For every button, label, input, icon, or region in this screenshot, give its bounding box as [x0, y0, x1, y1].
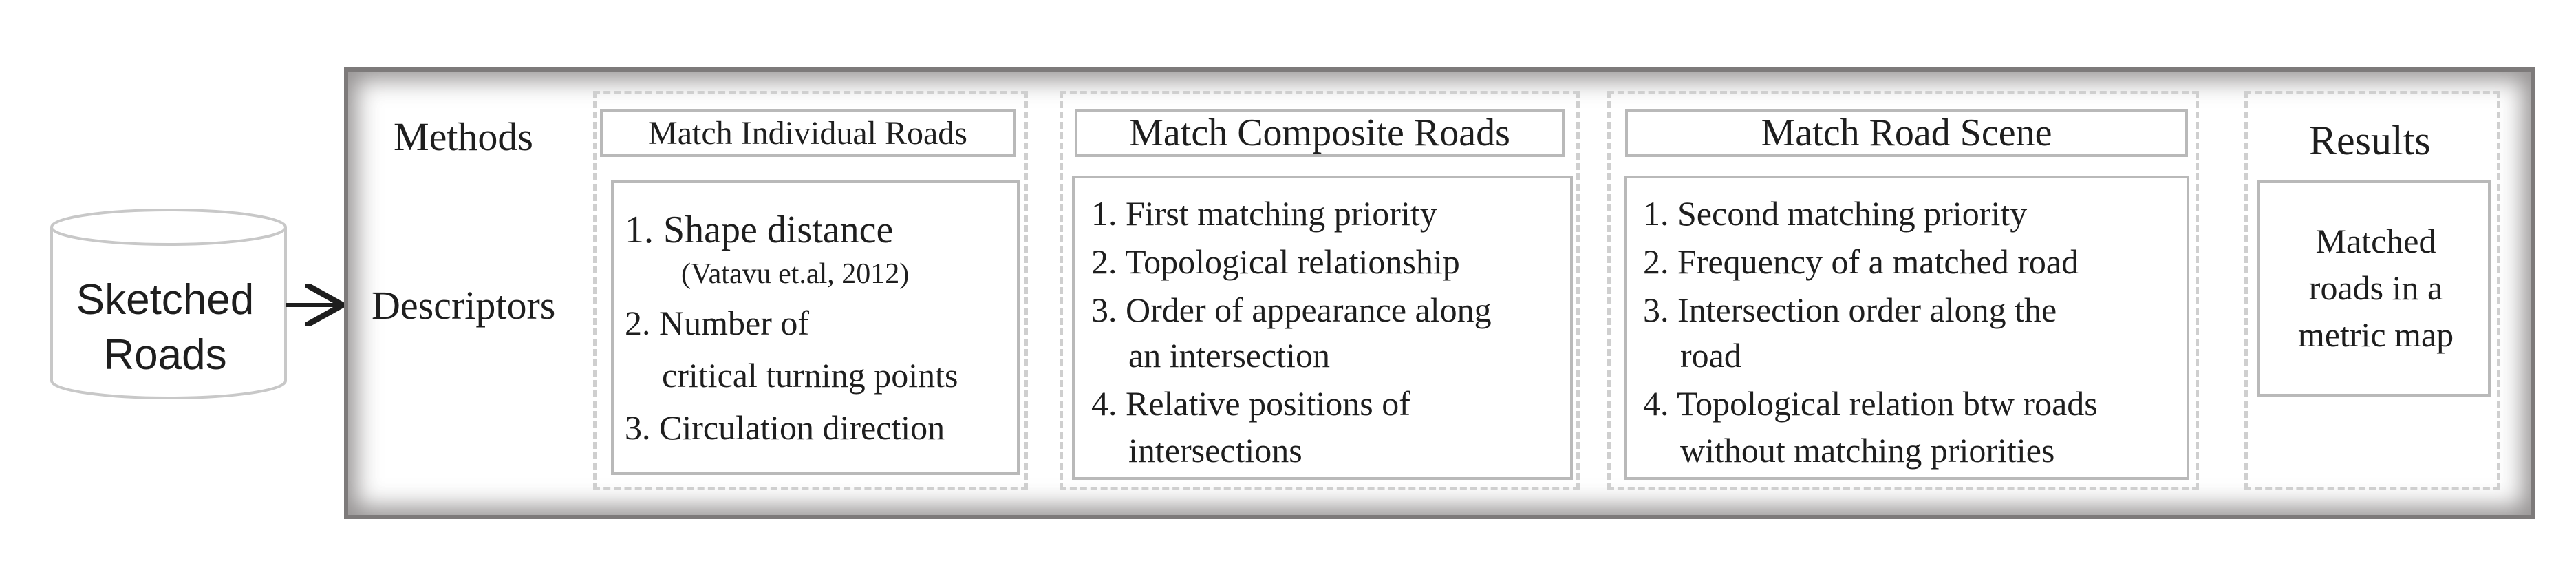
descriptor-item: 1. Shape distance	[625, 209, 894, 251]
results-text: Matched roads in a metric map	[2266, 218, 2485, 358]
column-road-scene	[1607, 91, 2199, 490]
sketched-roads-line2: Roads	[103, 331, 227, 379]
sketched-roads-line1: Sketched	[76, 276, 255, 324]
method-label: Match Road Scene	[1761, 112, 2052, 154]
method-label: Match Composite Roads	[1129, 112, 1510, 154]
results-text-line: roads in a	[2308, 269, 2443, 307]
descriptors-row-label: Descriptors	[372, 283, 556, 328]
column-individual-roads	[593, 91, 1028, 490]
column-results	[2244, 91, 2500, 490]
descriptor-item: 4. Relative positions of	[1091, 384, 1410, 423]
descriptor-item: 1. Second matching priority	[1643, 194, 2028, 233]
descriptor-item: 4. Topological relation btw roads	[1643, 384, 2098, 423]
descriptor-item-continued: an intersection	[1128, 336, 1330, 375]
descriptor-item: 3. Circulation direction	[625, 408, 945, 447]
descriptor-item: 2. Topological relationship	[1091, 242, 1460, 281]
results-text-line: metric map	[2297, 315, 2454, 354]
descriptor-item-continued: critical turning points	[662, 356, 958, 395]
method-label: Match Individual Roads	[648, 114, 967, 151]
descriptor-citation: (Vatavu et.al, 2012)	[681, 258, 910, 290]
descriptor-item: 3. Order of appearance along	[1091, 291, 1492, 329]
results-box	[2257, 180, 2491, 397]
method-match-individual-roads: Match Individual Roads	[600, 109, 1016, 157]
sketched-roads-label: Sketched Roads	[48, 273, 282, 383]
method-match-composite-roads: Match Composite Roads	[1075, 109, 1565, 157]
methods-row-label: Methods	[394, 114, 533, 159]
descriptors-individual-roads: 1. Shape distance (Vatavu et.al, 2012) 2…	[611, 180, 1020, 475]
results-text-line: Matched	[2315, 222, 2436, 260]
descriptor-item: 2. Frequency of a matched road	[1643, 242, 2079, 281]
descriptors-road-scene: 1. Second matching priority 2. Frequency…	[1624, 176, 2189, 480]
descriptor-item-continued: intersections	[1128, 431, 1302, 470]
method-match-road-scene: Match Road Scene	[1625, 109, 2188, 157]
descriptor-item: 3. Intersection order along the	[1643, 291, 2057, 329]
descriptors-composite-roads: 1. First matching priority 2. Topologica…	[1072, 176, 1573, 480]
descriptor-item-continued: without matching priorities	[1680, 431, 2055, 470]
descriptor-item: 2. Number of	[625, 304, 809, 342]
descriptor-item-continued: road	[1680, 336, 1741, 375]
column-composite-roads	[1060, 91, 1580, 490]
results-heading: Results	[2309, 118, 2431, 163]
sketched-roads-cylinder	[50, 209, 287, 399]
descriptor-item: 1. First matching priority	[1091, 194, 1437, 233]
